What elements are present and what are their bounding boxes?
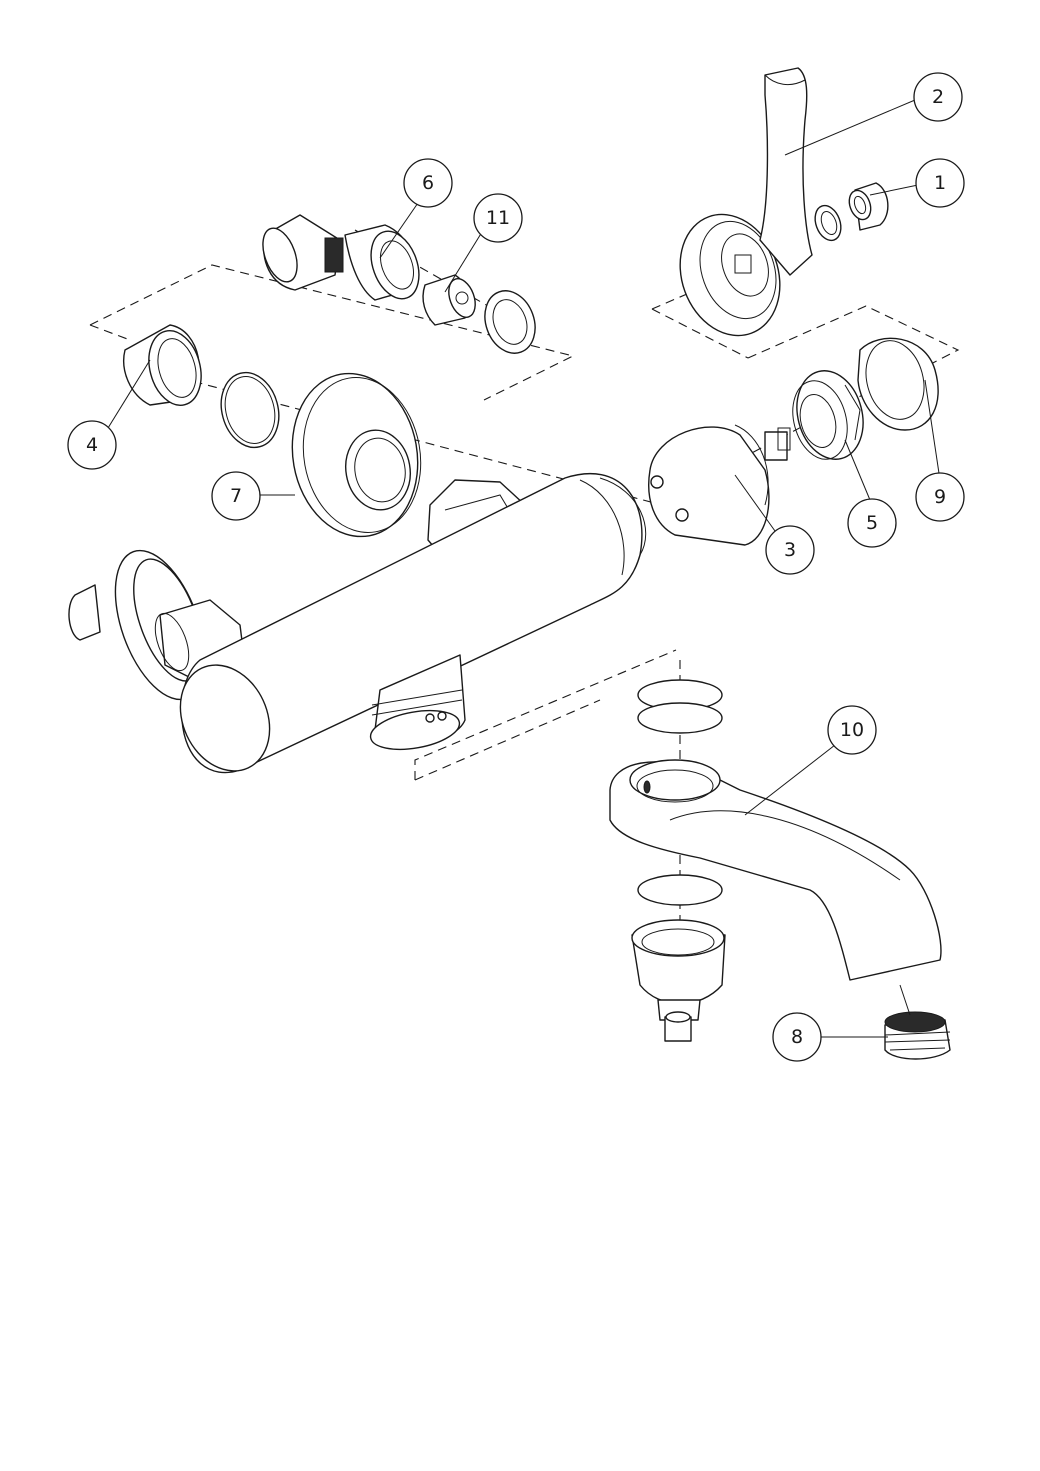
balloon-11: 11 (473, 193, 523, 243)
svg-text:7: 7 (230, 485, 242, 507)
balloon-10: 10 (827, 705, 877, 755)
part-7-flange (291, 372, 422, 538)
balloon-8: 8 (772, 1012, 822, 1062)
part-1-nut-washer (814, 182, 889, 242)
part-8-aerator (884, 984, 951, 1060)
svg-text:1: 1 (934, 172, 946, 194)
part-3-cartridge (648, 424, 791, 546)
part-10-spout (609, 679, 942, 1042)
part-9-cap-ring (857, 337, 939, 431)
svg-text:9: 9 (934, 486, 946, 508)
valve-body (68, 472, 647, 774)
balloon-6: 6 (403, 158, 453, 208)
part-11-cartridge (422, 274, 536, 354)
part-5-ring (792, 370, 864, 460)
part-4-cap (123, 324, 280, 449)
svg-text:6: 6 (422, 172, 434, 194)
balloon-1: 1 (915, 158, 965, 208)
svg-text:3: 3 (784, 539, 796, 561)
part-6-diverter-knob (262, 214, 420, 301)
svg-text:10: 10 (840, 719, 864, 741)
balloon-2: 2 (913, 72, 963, 122)
svg-text:11: 11 (486, 207, 510, 229)
balloon-7: 7 (211, 471, 261, 521)
balloon-4: 4 (67, 420, 117, 470)
balloon-3: 3 (765, 525, 815, 575)
svg-text:8: 8 (791, 1026, 803, 1048)
part-balloons: 1 2 3 4 5 6 7 8 (67, 72, 965, 1062)
svg-text:4: 4 (86, 434, 98, 456)
part-2-lever-handle (679, 67, 813, 337)
leader-lines (107, 99, 941, 1038)
balloon-9: 9 (915, 472, 965, 522)
svg-text:2: 2 (932, 86, 944, 108)
svg-text:5: 5 (866, 512, 878, 534)
balloon-5: 5 (847, 498, 897, 548)
